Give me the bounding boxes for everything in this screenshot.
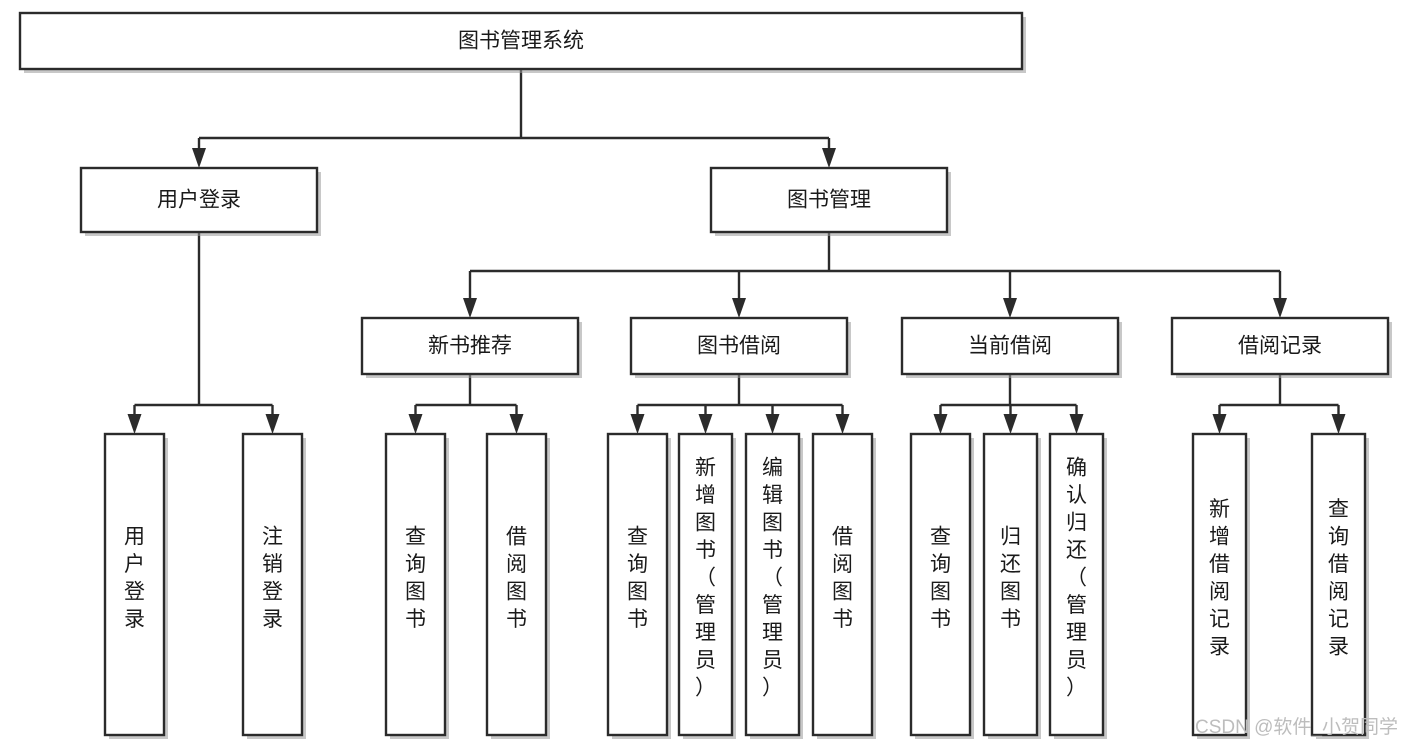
node-leaf-6[interactable]: 编辑图书（管理员） <box>744 432 803 739</box>
node-rect[interactable] <box>103 432 166 737</box>
node-leaf-2[interactable]: 查询图书 <box>384 432 449 739</box>
node-label: 新增图书（管理员） <box>695 457 716 700</box>
node-rect[interactable] <box>909 432 972 737</box>
arrow-head <box>1331 414 1346 434</box>
arrow-head <box>463 298 477 318</box>
node-leaf-4[interactable]: 查询图书 <box>606 432 671 739</box>
node-label: 图书借阅 <box>697 335 781 358</box>
node-rect[interactable] <box>79 166 319 234</box>
arrow-head <box>933 414 948 434</box>
node-rect[interactable] <box>1310 432 1367 737</box>
node-label: 注销登录 <box>262 525 283 631</box>
node-rect[interactable] <box>1191 432 1248 737</box>
arrow-head <box>732 298 746 318</box>
node-label: 归还图书 <box>1000 525 1021 631</box>
node-label: 新增借阅记录 <box>1209 498 1230 659</box>
node-leaf-8[interactable]: 查询图书 <box>909 432 974 739</box>
node-label: 借阅图书 <box>832 525 853 631</box>
arrow-head <box>835 414 850 434</box>
node-label: 用户登录 <box>157 189 241 212</box>
node-l2-0[interactable]: 用户登录 <box>79 166 321 236</box>
arrow-head <box>1273 298 1287 318</box>
node-leaf-0[interactable]: 用户登录 <box>103 432 168 739</box>
node-label: 用户登录 <box>124 525 145 631</box>
node-leaf-12[interactable]: 查询借阅记录 <box>1310 432 1369 739</box>
node-leaf-9[interactable]: 归还图书 <box>982 432 1041 739</box>
node-rect[interactable] <box>811 432 874 737</box>
arrow-head <box>509 414 524 434</box>
node-rect[interactable] <box>709 166 949 234</box>
node-rect[interactable] <box>1048 432 1105 737</box>
node-leaf-7[interactable]: 借阅图书 <box>811 432 876 739</box>
arrow-head <box>822 148 836 168</box>
node-l3-1[interactable]: 图书借阅 <box>629 316 851 378</box>
node-leaf-1[interactable]: 注销登录 <box>241 432 306 739</box>
arrow-head <box>630 414 645 434</box>
node-rect[interactable] <box>744 432 801 737</box>
node-l2-1[interactable]: 图书管理 <box>709 166 951 236</box>
arrow-head <box>1069 414 1084 434</box>
node-leaf-5[interactable]: 新增图书（管理员） <box>677 432 736 739</box>
node-rect[interactable] <box>606 432 669 737</box>
node-label: 查询图书 <box>405 525 426 631</box>
node-rect[interactable] <box>1170 316 1390 376</box>
node-label: 查询借阅记录 <box>1328 498 1349 659</box>
arrow-head <box>1003 414 1018 434</box>
arrow-head <box>265 414 280 434</box>
arrow-head <box>765 414 780 434</box>
node-rect[interactable] <box>18 11 1024 71</box>
arrow-head <box>1212 414 1227 434</box>
node-label: 新书推荐 <box>428 335 512 358</box>
node-rect[interactable] <box>629 316 849 376</box>
arrow-head <box>1003 298 1017 318</box>
node-label: 确认归还（管理员） <box>1066 457 1087 700</box>
node-layer: 图书管理系统用户登录图书管理新书推荐图书借阅当前借阅借阅记录用户登录注销登录查询… <box>18 11 1392 739</box>
node-rect[interactable] <box>384 432 447 737</box>
node-rect[interactable] <box>485 432 548 737</box>
node-l3-3[interactable]: 借阅记录 <box>1170 316 1392 378</box>
node-root-0[interactable]: 图书管理系统 <box>18 11 1026 73</box>
node-leaf-11[interactable]: 新增借阅记录 <box>1191 432 1250 739</box>
node-label: 借阅图书 <box>506 525 527 631</box>
node-label: 查询图书 <box>627 525 648 631</box>
node-rect[interactable] <box>677 432 734 737</box>
node-l3-0[interactable]: 新书推荐 <box>360 316 582 378</box>
node-rect[interactable] <box>241 432 304 737</box>
node-rect[interactable] <box>900 316 1120 376</box>
node-l3-2[interactable]: 当前借阅 <box>900 316 1122 378</box>
connector-layer <box>127 69 1346 434</box>
node-rect[interactable] <box>982 432 1039 737</box>
arrow-head <box>127 414 142 434</box>
node-label: 图书管理 <box>787 189 871 212</box>
node-leaf-3[interactable]: 借阅图书 <box>485 432 550 739</box>
node-label: 编辑图书（管理员） <box>762 457 783 700</box>
node-rect[interactable] <box>360 316 580 376</box>
csdn-watermark: CSDN @软件_小贺同学 <box>1195 716 1398 738</box>
arrow-head <box>408 414 423 434</box>
node-label: 图书管理系统 <box>458 30 584 53</box>
node-label: 当前借阅 <box>968 335 1052 358</box>
node-label: 借阅记录 <box>1238 335 1322 358</box>
arrow-head <box>698 414 713 434</box>
arrow-head <box>192 148 206 168</box>
node-leaf-10[interactable]: 确认归还（管理员） <box>1048 432 1107 739</box>
node-label: 查询图书 <box>930 525 951 631</box>
